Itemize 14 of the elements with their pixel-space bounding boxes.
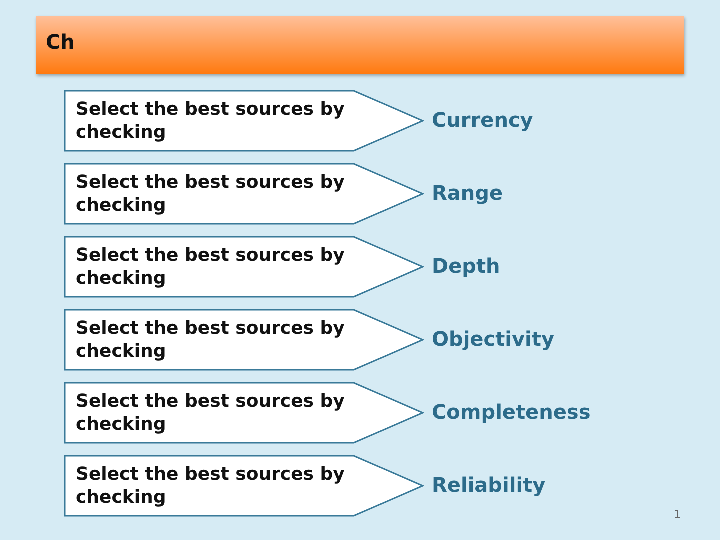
slide-title: Ch — [36, 16, 684, 74]
arrow-shape: Select the best sources by checking — [64, 309, 424, 371]
arrow-shape: Select the best sources by checking — [64, 236, 424, 298]
criterion-label: Range — [432, 181, 504, 205]
criterion-label: Reliability — [432, 473, 546, 497]
page-number: 1 — [674, 508, 681, 521]
criterion-label: Completeness — [432, 400, 591, 424]
arrow-shape: Select the best sources by checking — [64, 90, 424, 152]
arrow-shape: Select the best sources by checking — [64, 455, 424, 517]
criterion-label: Depth — [432, 254, 500, 278]
criterion-label: Currency — [432, 108, 534, 132]
criterion-label: Objectivity — [432, 327, 554, 351]
arrow-shape: Select the best sources by checking — [64, 382, 424, 444]
arrow-shape: Select the best sources by checking — [64, 163, 424, 225]
